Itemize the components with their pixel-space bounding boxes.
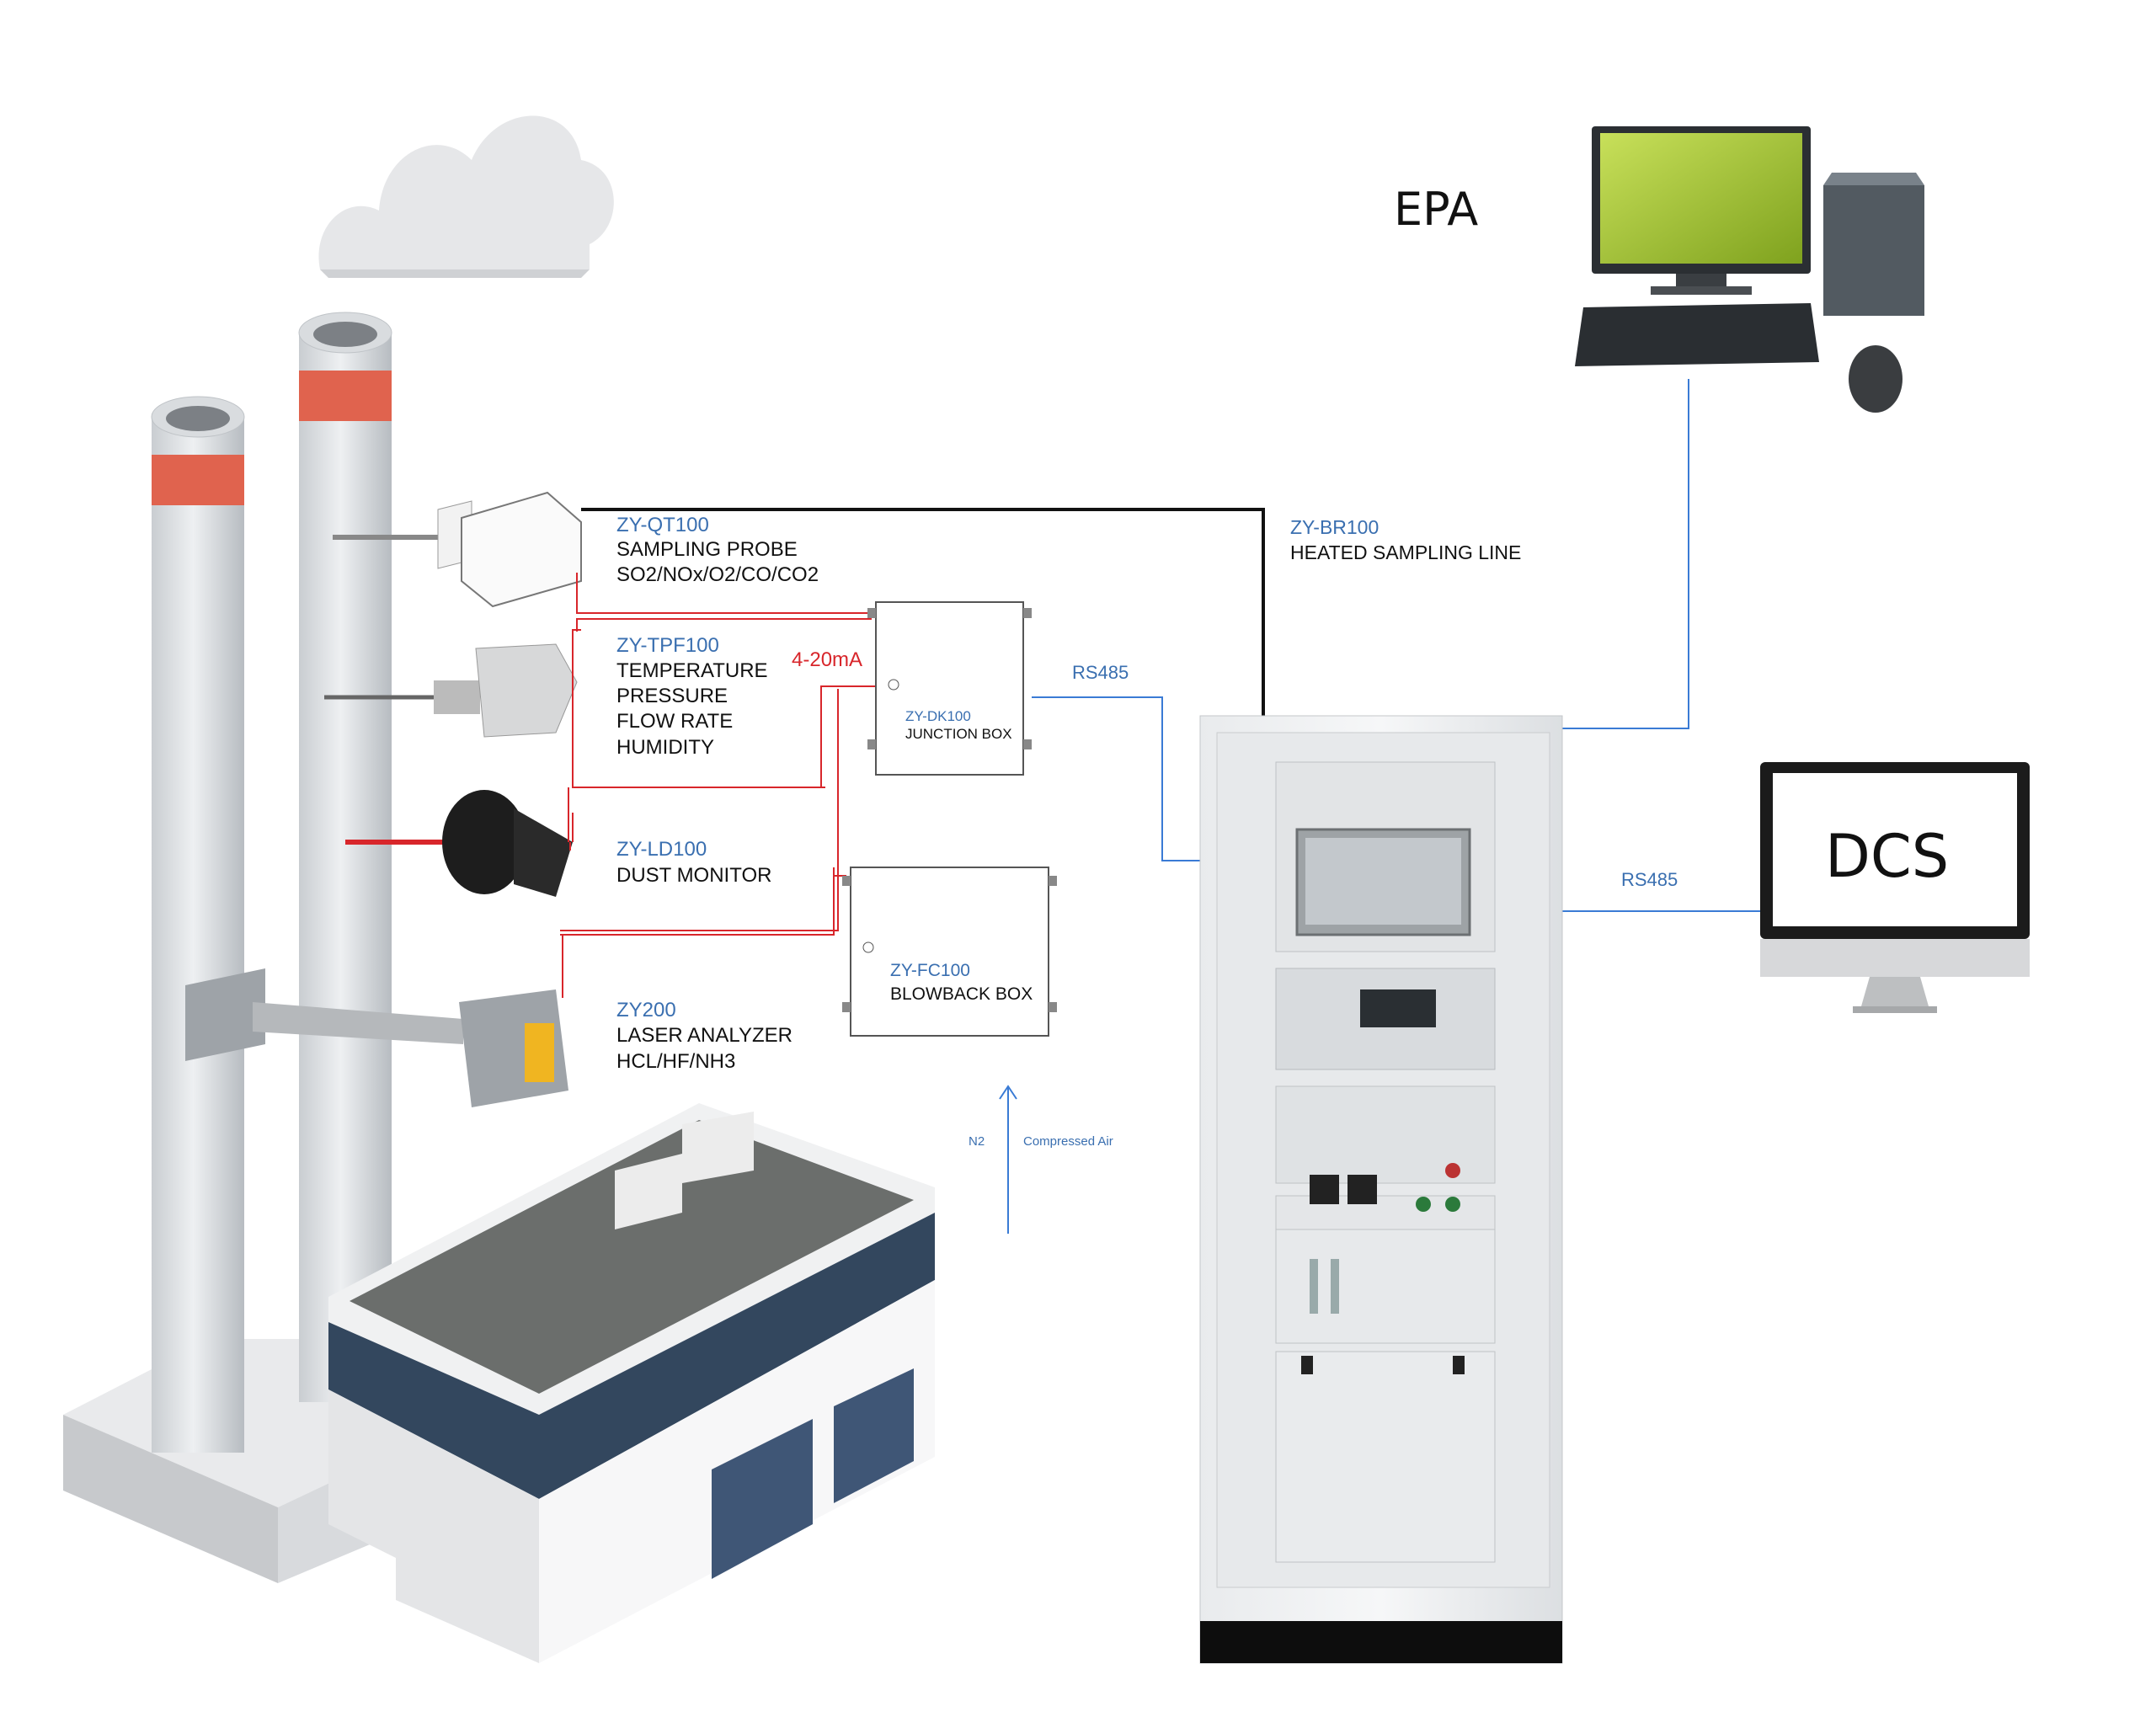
compressed-air-label: Compressed Air xyxy=(1023,1134,1113,1149)
heated-sampling-line xyxy=(581,508,1265,716)
plant-building xyxy=(328,1103,935,1663)
ld100-line1: DUST MONITOR xyxy=(616,864,772,887)
tpf100-line1: TEMPERATURE xyxy=(616,659,768,682)
ld100-code: ZY-LD100 xyxy=(616,838,707,861)
monitor-icon xyxy=(1760,762,2030,1013)
computer-icon xyxy=(1575,126,1924,413)
rs485-dcs-label: RS485 xyxy=(1621,869,1678,890)
tpf100-line4: HUMIDITY xyxy=(616,736,714,759)
tpf100-code: ZY-TPF100 xyxy=(616,634,719,657)
n2-label: N2 xyxy=(969,1134,985,1149)
cloud-icon xyxy=(318,115,614,278)
chimney-right xyxy=(298,312,392,1402)
rs485-junction-label: RS485 xyxy=(1072,662,1129,683)
junction-box xyxy=(867,601,1032,776)
qt100-line2: SO2/NOx/O2/CO/CO2 xyxy=(616,563,819,586)
dust-monitor-icon xyxy=(345,790,573,897)
br100-line1: HEATED SAMPLING LINE xyxy=(1290,541,1522,563)
sampling-probe-icon xyxy=(333,491,582,608)
zy200-line2: HCL/HF/NH3 xyxy=(616,1050,736,1073)
epa-label: EPA xyxy=(1394,183,1479,236)
qt100-line1: SAMPLING PROBE xyxy=(616,538,798,561)
br100-code: ZY-BR100 xyxy=(1290,516,1380,538)
dk100-line1: JUNCTION BOX xyxy=(905,726,1012,742)
signal-label: 4-20mA xyxy=(792,648,863,671)
tpf100-line3: FLOW RATE xyxy=(616,710,734,733)
blowback-box xyxy=(842,867,1057,1037)
signal-wire-stubs xyxy=(562,632,574,998)
comm-wires xyxy=(999,379,1760,1234)
laser-analyzer-icon xyxy=(185,968,568,1107)
cabinet-icon xyxy=(1199,715,1563,1664)
fc100-line1: BLOWBACK BOX xyxy=(890,984,1033,1004)
chimney-left xyxy=(151,396,245,1453)
tpf-sensor-icon xyxy=(324,643,578,738)
tpf100-line2: PRESSURE xyxy=(616,685,728,707)
zy200-line1: LASER ANALYZER xyxy=(616,1024,792,1047)
signal-wires xyxy=(560,573,876,936)
fc100-code: ZY-FC100 xyxy=(890,961,970,980)
qt100-code: ZY-QT100 xyxy=(616,514,709,536)
dcs-label: DCS xyxy=(1825,822,1950,891)
zy200-code: ZY200 xyxy=(616,999,676,1021)
dk100-code: ZY-DK100 xyxy=(905,708,971,724)
